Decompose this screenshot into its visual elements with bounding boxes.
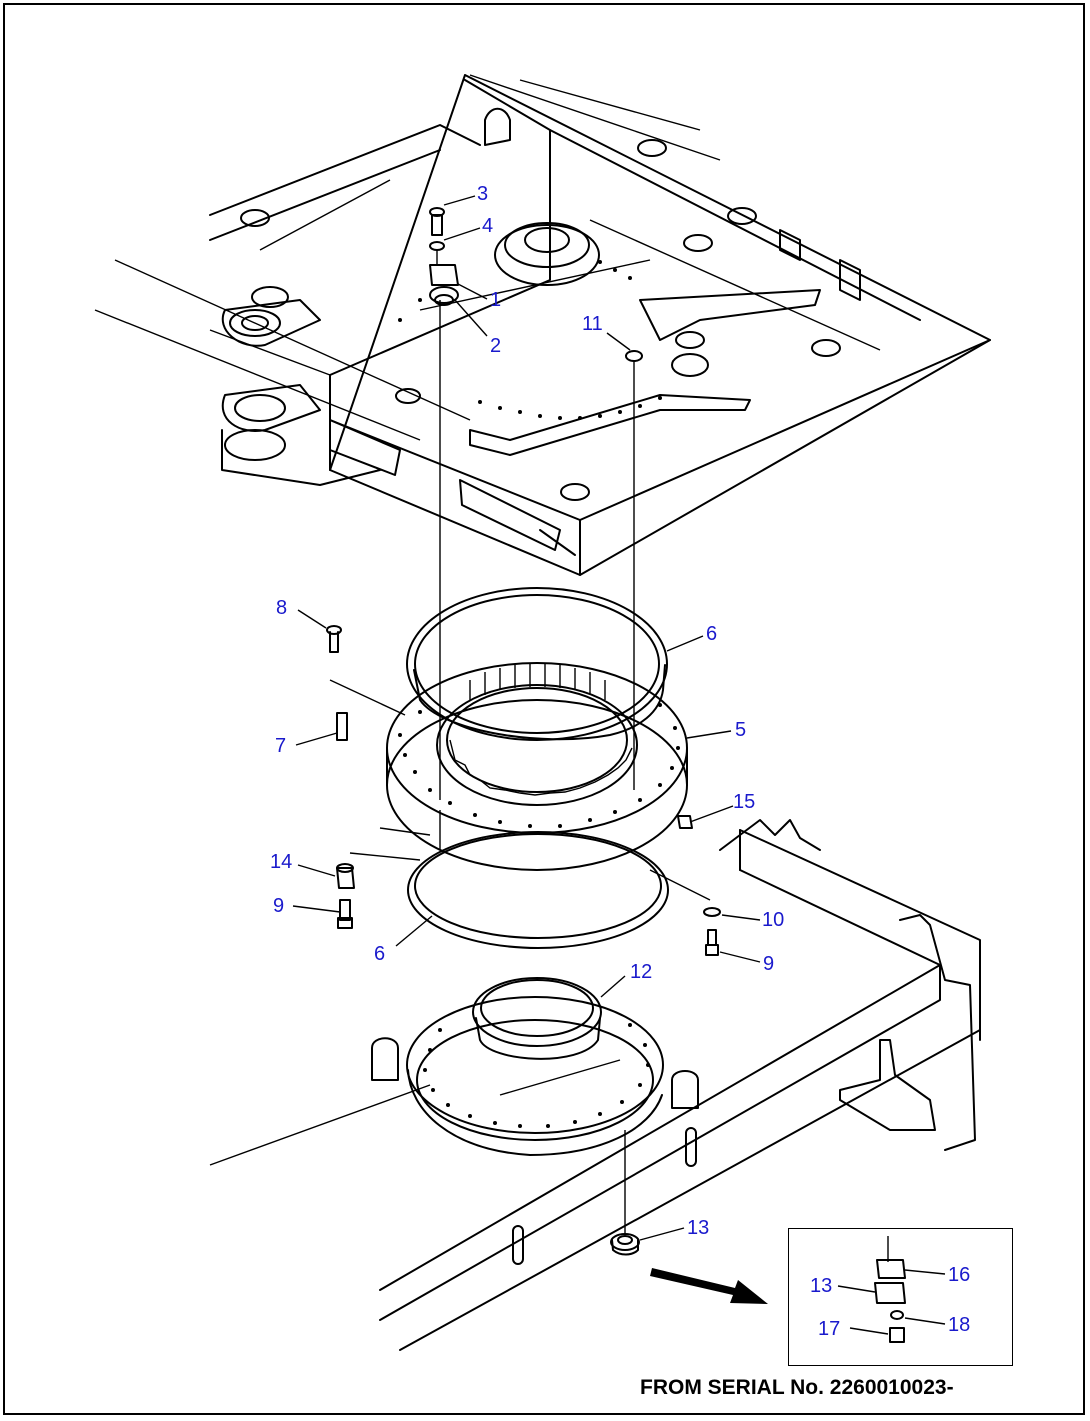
callout-6-upper: 6 bbox=[706, 623, 717, 645]
track-frame bbox=[209, 819, 981, 1351]
serial-number-note: FROM SERIAL No. 2260010023- bbox=[640, 1376, 954, 1399]
callout-4: 4 bbox=[482, 215, 493, 237]
callout-14: 14 bbox=[270, 851, 292, 873]
inset-callout-16: 16 bbox=[948, 1264, 970, 1286]
inset-callout-17: 17 bbox=[818, 1318, 840, 1340]
callout-13: 13 bbox=[687, 1217, 709, 1239]
leader-lines bbox=[292, 195, 946, 1335]
frame-bolt-holes bbox=[398, 260, 662, 420]
base-ring-holes bbox=[423, 1023, 650, 1128]
callout-6-lower: 6 bbox=[374, 943, 385, 965]
swing-circle bbox=[386, 662, 688, 871]
inset-callout-18: 18 bbox=[948, 1314, 970, 1336]
callout-12: 12 bbox=[630, 961, 652, 983]
callout-1: 1 bbox=[490, 289, 501, 311]
callout-10: 10 bbox=[762, 909, 784, 931]
callout-8: 8 bbox=[276, 597, 287, 619]
lock-parts-1-4 bbox=[429, 207, 459, 306]
seal-ring-upper bbox=[406, 587, 668, 741]
callout-5: 5 bbox=[735, 719, 746, 741]
small-parts bbox=[326, 350, 721, 956]
swing-circle-bolt-holes bbox=[398, 703, 680, 828]
callout-2: 2 bbox=[490, 335, 501, 357]
detail-arrow-icon bbox=[650, 1268, 768, 1304]
alignment-lines bbox=[329, 250, 635, 1235]
callout-9-left: 9 bbox=[273, 895, 284, 917]
inset-callout-13: 13 bbox=[810, 1275, 832, 1297]
callout-11: 11 bbox=[582, 313, 603, 335]
revolving-frame bbox=[94, 74, 991, 576]
callout-labels: 3 4 1 2 11 6 5 15 8 7 14 9 6 10 9 12 13 … bbox=[270, 183, 970, 1340]
seal-ring-lower bbox=[349, 827, 711, 949]
callout-9-right: 9 bbox=[763, 953, 774, 975]
inset-detail-box bbox=[788, 1228, 1013, 1366]
inset-detail-parts bbox=[874, 1236, 906, 1343]
callout-15: 15 bbox=[733, 791, 755, 813]
callout-3: 3 bbox=[477, 183, 488, 205]
drawing-frame bbox=[3, 3, 1085, 1415]
callout-7: 7 bbox=[275, 735, 286, 757]
